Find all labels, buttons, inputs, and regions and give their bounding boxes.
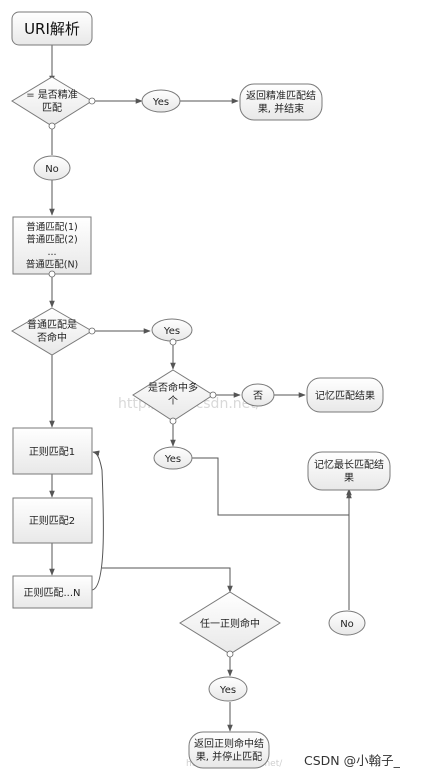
remember-result-label: 记忆匹配结果 <box>315 389 375 402</box>
prefix-list-label: 普通匹配(1)普通匹配(2)...普通匹配(N) <box>26 221 79 271</box>
regex-return-label: 返回正则命中结果, 并停止匹配 <box>194 737 264 763</box>
yes-multi-label: Yes <box>164 454 181 465</box>
no-exact-label: No <box>45 164 59 175</box>
yes-prefix-label: Yes <box>163 326 180 337</box>
regexN-label: 正则匹配...N <box>23 586 80 599</box>
prefix-match-decision: 普通匹配是否命中 <box>11 307 96 356</box>
any-regex-label: 任一正则命中 <box>200 617 260 630</box>
yes-multi-node: Yes <box>153 446 193 470</box>
yes-exact-label: Yes <box>152 97 169 108</box>
yes-regex-label: Yes <box>219 685 236 696</box>
prefix-decision-label: 普通匹配是否命中 <box>27 318 77 344</box>
no-multi-node: 否 <box>241 383 275 407</box>
yes-regex-node: Yes <box>208 676 248 702</box>
regex-match-1: 正则匹配1 <box>12 427 93 475</box>
edge-regex-loop <box>91 450 104 591</box>
exact-match-decision: = 是否精准匹配 <box>11 76 96 130</box>
remember-longest-node: 记忆最长匹配结果 <box>307 451 391 491</box>
remember-result-node: 记忆匹配结果 <box>306 377 384 413</box>
exact-return-label: 返回精准匹配结果, 并结束 <box>246 89 316 115</box>
title-label: URI解析 <box>24 20 80 38</box>
regex-return-node: 返回正则命中结果, 并停止匹配 <box>188 731 270 769</box>
edges <box>49 45 352 732</box>
remember-longest-label: 记忆最长匹配结果 <box>314 458 384 484</box>
edge-regex-to-any <box>102 567 233 593</box>
yes-prefix-node: Yes <box>151 318 193 346</box>
title-node: URI解析 <box>11 11 93 46</box>
any-regex-decision: 任一正则命中 <box>179 591 281 658</box>
exact-return-node: 返回精准匹配结果, 并结束 <box>239 83 323 121</box>
regex-match-n: 正则匹配...N <box>12 575 93 609</box>
yes-exact-node: Yes <box>141 89 181 113</box>
no-exact-node: No <box>33 155 71 181</box>
multi-hit-label: 是否命中多个 <box>148 381 198 407</box>
multi-hit-decision: 是否命中多个 <box>132 369 217 425</box>
no-longest-node: No <box>328 610 366 636</box>
csdn-credit: CSDN @小翰子_ <box>304 753 401 768</box>
no-longest-label: No <box>340 619 354 630</box>
prefix-match-list: 普通匹配(1)普通匹配(2)...普通匹配(N) <box>12 216 92 278</box>
regex1-label: 正则匹配1 <box>29 445 75 458</box>
no-multi-label: 否 <box>253 390 263 402</box>
regex2-label: 正则匹配2 <box>29 514 75 527</box>
exact-match-label: = 是否精准匹配 <box>26 88 78 114</box>
regex-match-2: 正则匹配2 <box>12 497 93 544</box>
